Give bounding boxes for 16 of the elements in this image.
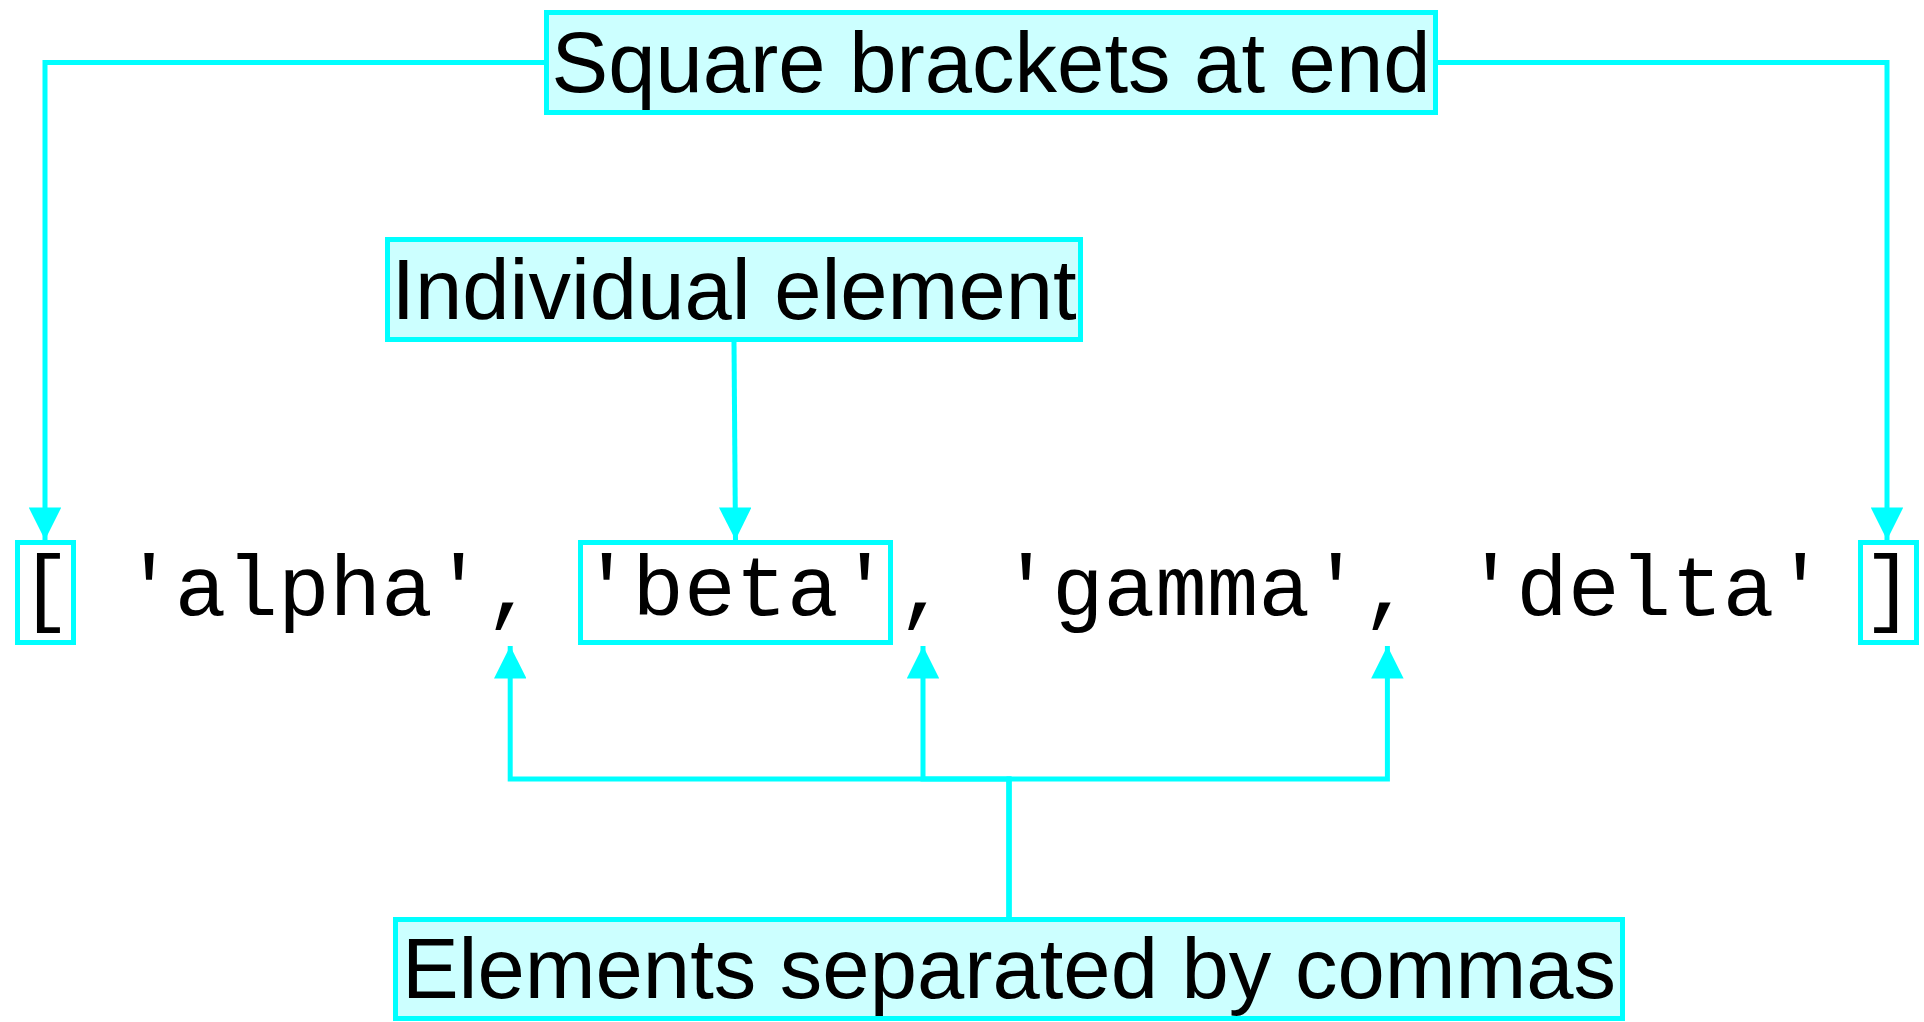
arrow bbox=[719, 342, 752, 540]
code-text: 'gamma' bbox=[1000, 542, 1362, 643]
comma-text: , bbox=[1361, 540, 1414, 645]
bracket-box: ] bbox=[1858, 540, 1919, 645]
element-box: 'beta' bbox=[578, 540, 893, 645]
code-text: 'alpha' bbox=[123, 542, 485, 643]
callout-box: Square brackets at end bbox=[544, 10, 1438, 115]
comma-text: , bbox=[897, 540, 949, 645]
comma-text: , bbox=[484, 540, 536, 645]
bracket-box: [ bbox=[15, 540, 76, 645]
arrow bbox=[28, 60, 544, 540]
callout-box: Elements separated by commas bbox=[393, 917, 1625, 1021]
arrow bbox=[1438, 60, 1904, 540]
callout-box: Individual element bbox=[385, 237, 1083, 342]
arrow bbox=[1006, 646, 1404, 917]
code-text: 'delta' bbox=[1464, 542, 1826, 643]
